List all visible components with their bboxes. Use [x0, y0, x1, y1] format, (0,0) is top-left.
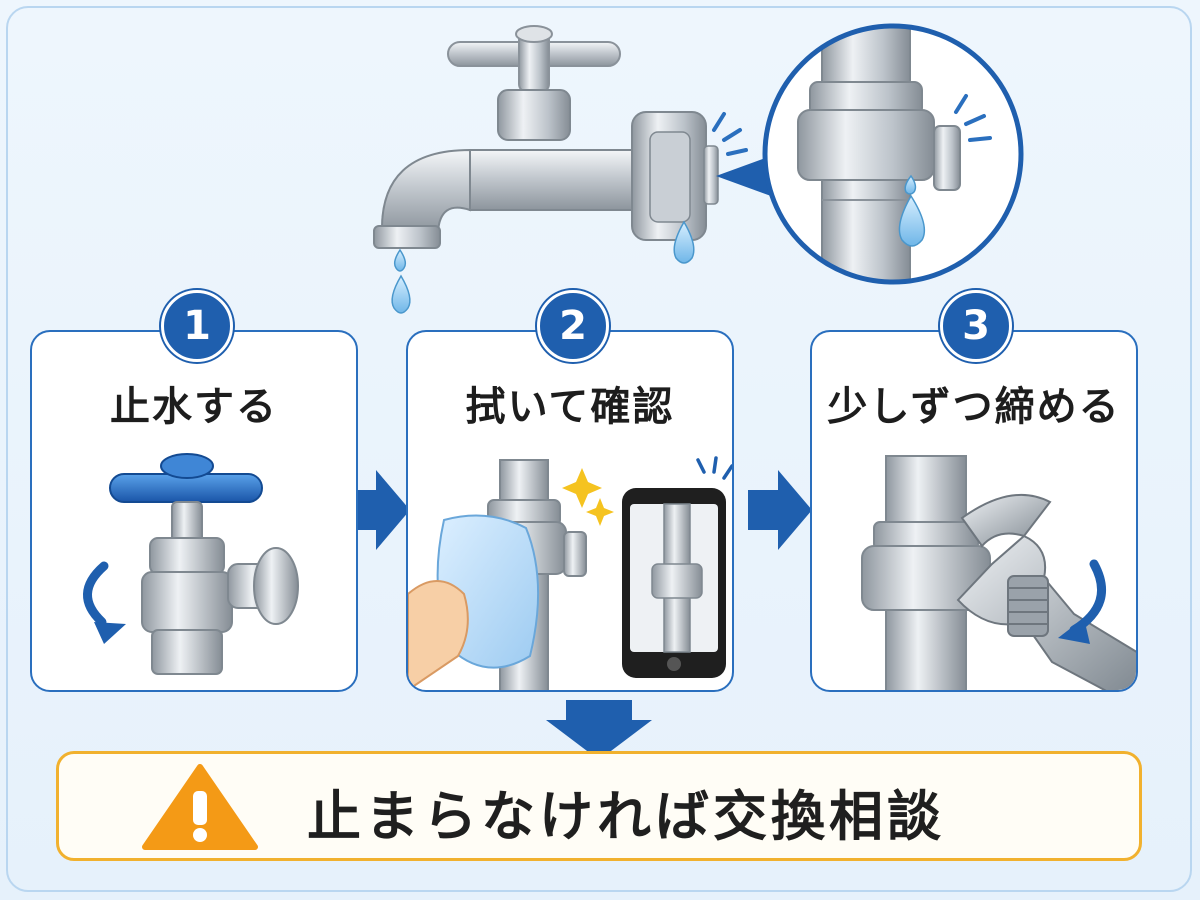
step-badge-2: 2 [537, 290, 609, 362]
step-card-1: 止水する [30, 330, 358, 692]
shutoff-valve-illustration [83, 453, 299, 675]
faucet-handle [447, 25, 621, 93]
arrow-right-1 [346, 470, 410, 550]
faucet-spout [373, 89, 641, 249]
magnifier-lens [762, 23, 1024, 285]
step-title-2: 拭いて確認 [465, 384, 675, 430]
arrow-down [546, 700, 652, 760]
warning-icon [142, 764, 258, 850]
step-card-3: 少しずつ締める [810, 330, 1138, 692]
step-badge-3: 3 [940, 290, 1012, 362]
faucet-nut [631, 111, 719, 241]
step-badge-1: 1 [161, 290, 233, 362]
step-title-3: 少しずつ締める [827, 384, 1121, 430]
step-title-1: 止水する [110, 384, 278, 430]
wrench-tighten-illustration [861, 455, 1136, 690]
warning-banner: 止まらなければ交換相談 [56, 751, 1142, 861]
arrow-right-2 [748, 470, 812, 550]
wipe-check-illustration [408, 456, 732, 690]
leak-lines [712, 112, 748, 156]
warning-text: 止まらなければ交換相談 [307, 785, 945, 848]
outer-frame [6, 6, 1192, 892]
water-drops [391, 220, 695, 314]
step-card-2: 拭いて確認 [406, 330, 734, 692]
